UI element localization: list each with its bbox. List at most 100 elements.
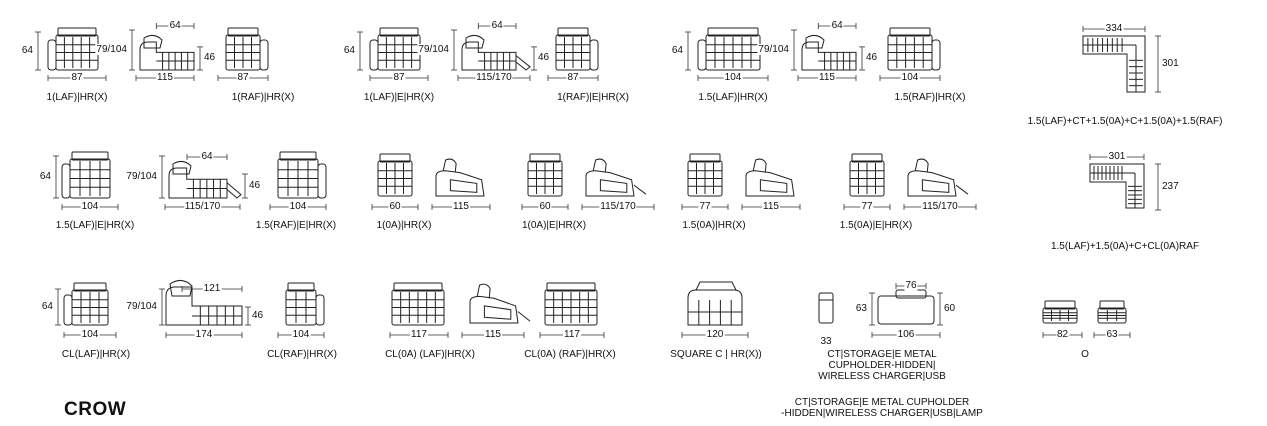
combo-plan (1089, 163, 1145, 209)
dim-height-1: 79/104 (417, 44, 450, 55)
dim-arm-2-line (859, 46, 865, 71)
dim-width-13: 104 (291, 329, 311, 340)
dim-arm-8-line (245, 306, 251, 326)
module-label-5: 1.5(RAF)|HR(X) (894, 92, 966, 103)
dim-width-17: 82 (1055, 329, 1070, 340)
dim-height-2: 79/104 (757, 44, 790, 55)
dim-arm-3-line (242, 173, 248, 199)
dim-depth-4: 64 (670, 45, 684, 56)
module-label-1: 1(RAF)|HR(X) (231, 92, 295, 103)
dim-height-3-line (159, 155, 165, 199)
module-label-13: CL(RAF)|HR(X) (267, 349, 337, 360)
dim-height-8-line (159, 288, 165, 326)
dim-arm-8: 46 (251, 310, 265, 321)
side-view (435, 158, 485, 197)
combo-depth-1: 237 (1161, 181, 1180, 192)
front-view (877, 289, 935, 325)
side-view (165, 280, 243, 326)
combo-width-0: 334 (1104, 23, 1124, 34)
brand-title: CROW (64, 399, 127, 420)
module-label-8: 1(0A)|HR(X) (376, 220, 432, 231)
combo-label-1: 1.5(LAF)+1.5(0A)+C+CL(0A)RAF (1050, 241, 1200, 252)
dim-height-0-line (129, 29, 135, 71)
front-view (687, 281, 743, 326)
module-label-15: CL(0A) (RAF)|HR(X) (524, 349, 616, 360)
dim-depth-12: 64 (40, 301, 54, 312)
front-view (369, 27, 421, 71)
front-view (391, 282, 445, 326)
side-view (461, 34, 531, 71)
dim-arm-0-line (197, 46, 203, 71)
dim-height-1-line (451, 29, 457, 71)
front-view (225, 27, 269, 71)
dim-depth-side-2: 115 (818, 72, 836, 83)
dim-top-8: 121 (202, 283, 222, 294)
dim-height-3: 79/104 (125, 171, 158, 182)
dim-height-8: 79/104 (125, 301, 158, 312)
dim-width-6: 104 (80, 201, 100, 212)
dim-height-left-c-line (869, 292, 875, 326)
front-view (849, 153, 885, 197)
front-view (697, 27, 761, 71)
front-view (1097, 300, 1127, 324)
side-view (139, 34, 195, 71)
dim-depth-side-7: 115/170 (921, 201, 959, 212)
module-label-3: 1(RAF)|E|HR(X) (557, 92, 629, 103)
dim-depth-side-8: 174 (194, 329, 214, 340)
dim-arm-1: 46 (537, 52, 551, 64)
dim-depth-side-1: 115/170 (475, 72, 513, 83)
dim-seat-2: 64 (830, 20, 844, 31)
dim-depth-0-line (35, 31, 41, 71)
dim-arm-3: 46 (248, 180, 262, 191)
side-view (469, 283, 531, 324)
front-view (63, 282, 109, 326)
dim-width2-17: 63 (1105, 329, 1119, 340)
dim-depth-side-9: 115 (484, 329, 502, 340)
dim-depth-side-4: 115 (452, 201, 470, 212)
front-view (687, 153, 723, 197)
module-label-17: O (1081, 349, 1089, 360)
dim-height-2-line (791, 29, 797, 71)
module-label-12: CL(LAF)|HR(X) (61, 349, 131, 360)
module-label-14: CL(0A) (LAF)|HR(X) (385, 349, 475, 360)
module-label-11: 1.5(0A)|E|HR(X) (839, 220, 913, 231)
dim-height-right-c: 60 (943, 303, 957, 314)
front-view (47, 27, 99, 71)
dim-arm-2: 46 (865, 52, 879, 64)
side-view (745, 158, 795, 197)
storage-lamp-caption: CT|STORAGE|E METAL CUPHOLDER-HIDDEN|WIRE… (781, 397, 983, 419)
front-view (61, 151, 111, 199)
dim-depth-12-line (55, 288, 61, 326)
dim-width-10: 77 (698, 201, 712, 212)
dim-top-c: 76 (904, 280, 918, 291)
module-label-4: 1.5(LAF)|HR(X) (698, 92, 768, 103)
dim-arm-1-line (531, 46, 537, 71)
dim-seat-3: 64 (200, 151, 214, 162)
dim-width-15: 117 (563, 329, 581, 340)
front-view (544, 282, 598, 326)
combo-depth-0: 301 (1161, 58, 1180, 69)
dim-depth-6: 64 (38, 171, 52, 182)
dim-width-3: 87 (566, 72, 580, 83)
front-view (887, 27, 941, 71)
dim-width-16: 120 (705, 329, 725, 340)
dim-depth-6-line (53, 155, 59, 199)
dim-width-9: 60 (538, 201, 552, 212)
dim-depth-2: 64 (342, 45, 356, 56)
front-view (555, 27, 599, 71)
dim-width-12: 104 (80, 329, 100, 340)
dim-seat-1: 64 (490, 20, 504, 31)
dim-width-7: 104 (288, 201, 308, 212)
side-view (907, 158, 969, 197)
side-view (585, 158, 647, 197)
dim-width-1: 87 (236, 72, 250, 83)
dim-width-14: 117 (410, 329, 428, 340)
dim-width-2: 87 (392, 72, 406, 83)
module-label-0: 1(LAF)|HR(X) (46, 92, 108, 103)
module-label-16: SQUARE C | HR(X)) (670, 349, 762, 360)
front-view (285, 282, 325, 326)
dim-depth-0: 64 (20, 45, 34, 56)
